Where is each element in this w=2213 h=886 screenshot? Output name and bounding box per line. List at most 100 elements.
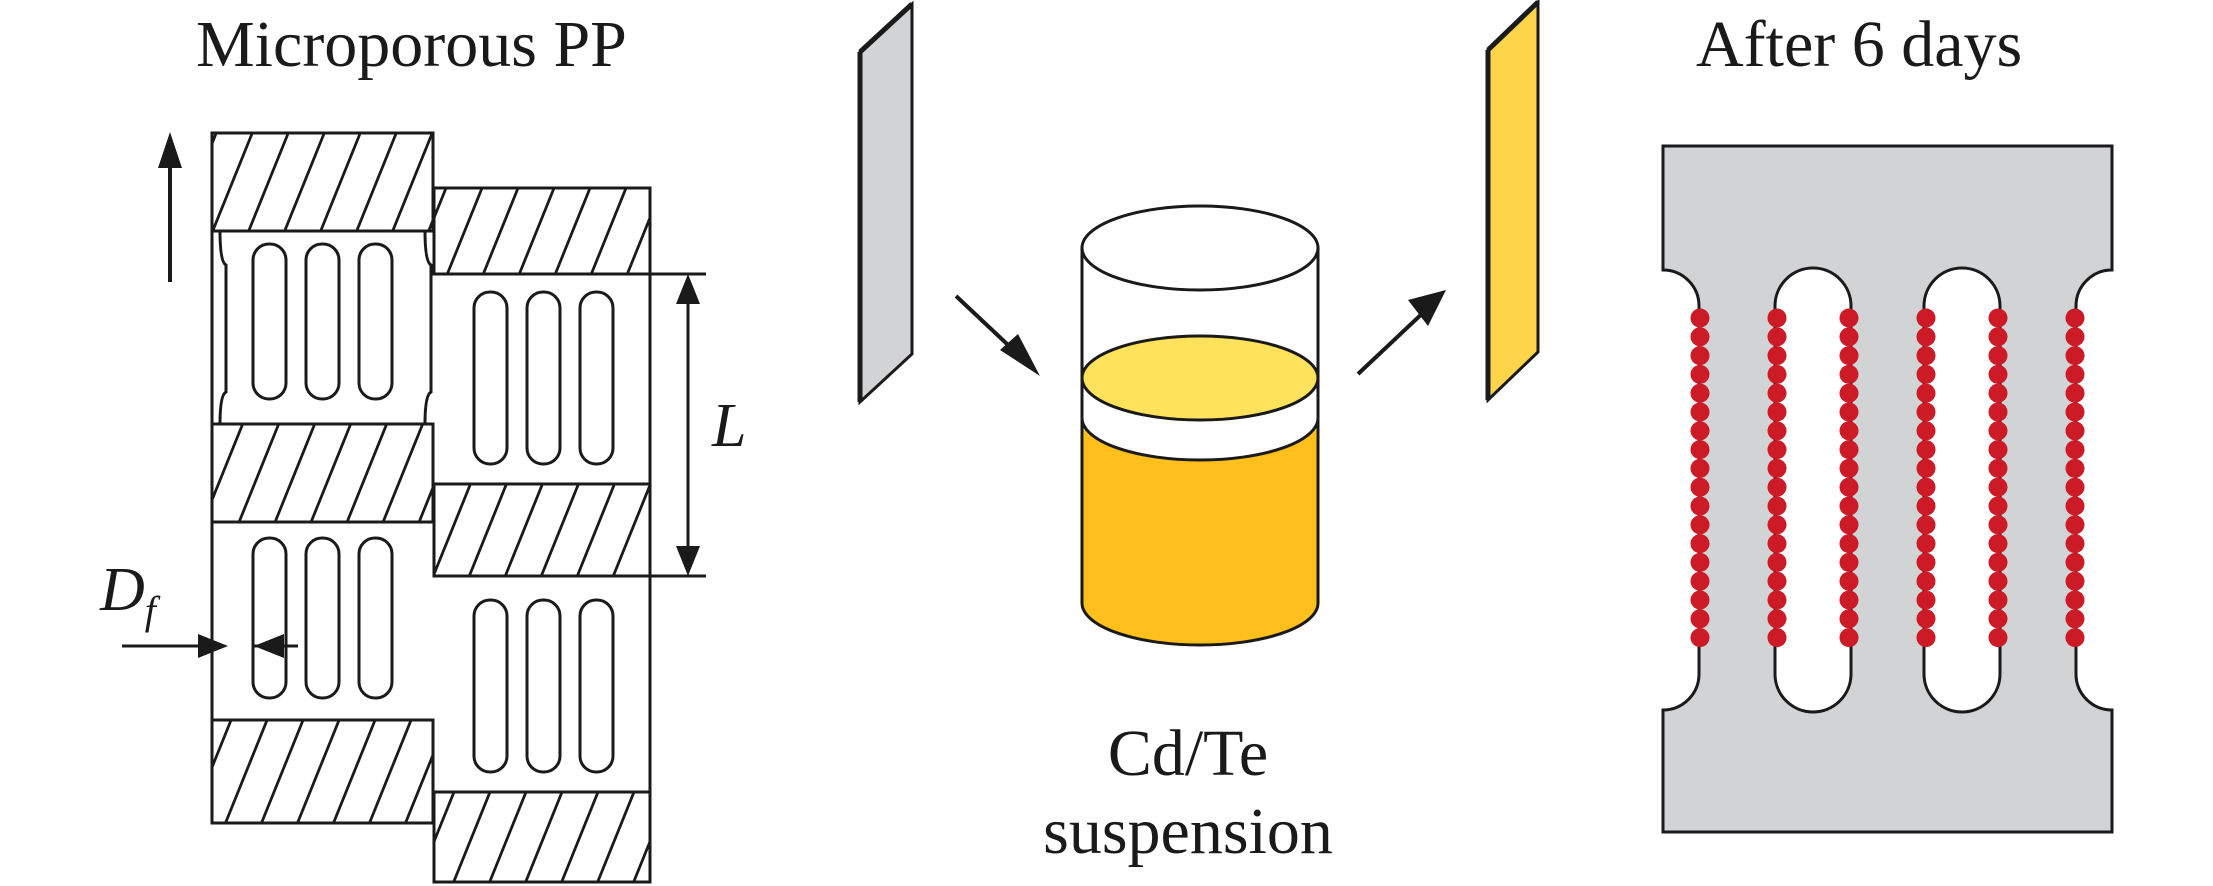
nanoparticle-dot: [2065, 308, 2085, 328]
L-label: L: [711, 392, 746, 460]
nanoparticle-dot: [1839, 421, 1859, 441]
nanoparticle-dot: [1988, 552, 2008, 572]
nanoparticle-dot: [1839, 440, 1859, 460]
nanoparticle-dot: [2065, 515, 2085, 535]
nanoparticle-dot: [1839, 628, 1859, 648]
suspension-label-line2: suspension: [1043, 795, 1333, 868]
nanoparticle-dot: [1690, 440, 1710, 460]
nanoparticle-dot: [1839, 383, 1859, 403]
nanoparticle-dot: [1839, 534, 1859, 554]
nanoparticle-dot: [1916, 327, 1936, 347]
nanoparticle-dot: [1839, 515, 1859, 535]
nanoparticle-dot: [1916, 609, 1936, 629]
nanoparticle-dot: [1767, 552, 1787, 572]
nanoparticle-dot: [1690, 590, 1710, 610]
nanoparticle-dot: [1988, 440, 2008, 460]
nanoparticle-dot: [2065, 496, 2085, 516]
nanoparticle-dot: [1767, 571, 1787, 591]
pp-film-left: [210, 131, 435, 825]
nanoparticle-dot: [1988, 496, 2008, 516]
nanoparticle-dot: [2065, 327, 2085, 347]
nanoparticle-dot: [1839, 402, 1859, 422]
nanoparticle-dot: [2065, 477, 2085, 497]
stretch-arrow: [158, 132, 182, 282]
nanoparticle-dot: [1839, 477, 1859, 497]
nanoparticle-dot: [1690, 496, 1710, 516]
nanoparticle-dot: [1988, 383, 2008, 403]
nanoparticle-dot: [1767, 327, 1787, 347]
nanoparticle-dot: [1988, 609, 2008, 629]
nanoparticle-dot: [1916, 477, 1936, 497]
nanoparticle-dot: [1767, 346, 1787, 366]
nanoparticle-dot: [1916, 421, 1936, 441]
nanoparticle-dot: [1690, 534, 1710, 554]
suspension-label-line1: Cd/Te: [1108, 717, 1268, 790]
period-dimension-L: L: [634, 272, 746, 578]
nanoparticle-dot: [1767, 308, 1787, 328]
nanoparticle-dot: [1916, 496, 1936, 516]
nanoparticle-dot: [1767, 609, 1787, 629]
nanoparticle-dot: [1767, 515, 1787, 535]
nanoparticle-dot: [1767, 628, 1787, 648]
nanoparticle-dot: [2065, 534, 2085, 554]
nanoparticle-dot: [1839, 346, 1859, 366]
loaded-film: [1661, 144, 2114, 834]
nanoparticle-dot: [1690, 364, 1710, 384]
nanoparticle-dot: [2065, 383, 2085, 403]
nanoparticle-dot: [1690, 402, 1710, 422]
nanoparticle-dot: [1916, 590, 1936, 610]
nanoparticle-dot: [1690, 383, 1710, 403]
nanoparticle-dot: [1839, 364, 1859, 384]
arrow-into-beaker: [954, 294, 1040, 376]
nanoparticle-dot: [1767, 534, 1787, 554]
nanoparticle-dot: [1690, 477, 1710, 497]
nanoparticle-dot: [1767, 402, 1787, 422]
dipping-process: Cd/Te suspension: [857, 0, 1540, 868]
nanoparticle-dot: [1767, 383, 1787, 403]
nanoparticle-dot: [2065, 571, 2085, 591]
nanoparticle-dot: [1916, 346, 1936, 366]
nanoparticle-dot: [1767, 364, 1787, 384]
nanoparticle-dot: [1916, 552, 1936, 572]
nanoparticle-dot: [1988, 346, 2008, 366]
nanoparticle-dot: [1839, 609, 1859, 629]
nanoparticle-dot: [1988, 477, 2008, 497]
nanoparticle-dot: [1916, 628, 1936, 648]
nanoparticle-dot: [1988, 327, 2008, 347]
film-before-gray: [858, 0, 914, 406]
nanoparticle-dot: [1839, 327, 1859, 347]
nanoparticle-dot: [1690, 308, 1710, 328]
nanoparticle-dot: [1839, 458, 1859, 478]
microporous-pp-panel: Microporous PP: [99, 8, 746, 884]
nanoparticle-dot: [2065, 402, 2085, 422]
nanoparticle-dot: [1839, 571, 1859, 591]
nanoparticle-dot: [1767, 440, 1787, 460]
pp-film-right: [432, 186, 652, 884]
nanoparticle-dot: [2065, 609, 2085, 629]
nanoparticle-dot: [2065, 458, 2085, 478]
nanoparticle-dot: [1988, 628, 2008, 648]
nanoparticle-dot: [1690, 571, 1710, 591]
nanoparticle-dot: [1690, 458, 1710, 478]
nanoparticle-dot: [2065, 628, 2085, 648]
nanoparticle-dot: [1988, 515, 2008, 535]
nanoparticle-dot: [2065, 364, 2085, 384]
nanoparticle-dot: [1916, 402, 1936, 422]
film-after-yellow: [1486, 0, 1540, 404]
nanoparticle-dot: [2065, 552, 2085, 572]
nanoparticle-dot: [1988, 308, 2008, 328]
after-6-days-title: After 6 days: [1696, 8, 2022, 81]
nanoparticle-dot: [1690, 515, 1710, 535]
nanoparticle-dot: [1767, 496, 1787, 516]
nanoparticle-dot: [2065, 346, 2085, 366]
nanoparticle-dot: [1690, 609, 1710, 629]
nanoparticle-dot: [1988, 590, 2008, 610]
nanoparticle-dot: [1839, 590, 1859, 610]
nanoparticle-dot: [1988, 571, 2008, 591]
after-6-days-panel: After 6 days: [1661, 8, 2114, 834]
nanoparticle-dot: [1767, 590, 1787, 610]
nanoparticle-dot: [1916, 534, 1936, 554]
nanoparticle-dot: [1916, 458, 1936, 478]
nanoparticle-dot: [1916, 383, 1936, 403]
